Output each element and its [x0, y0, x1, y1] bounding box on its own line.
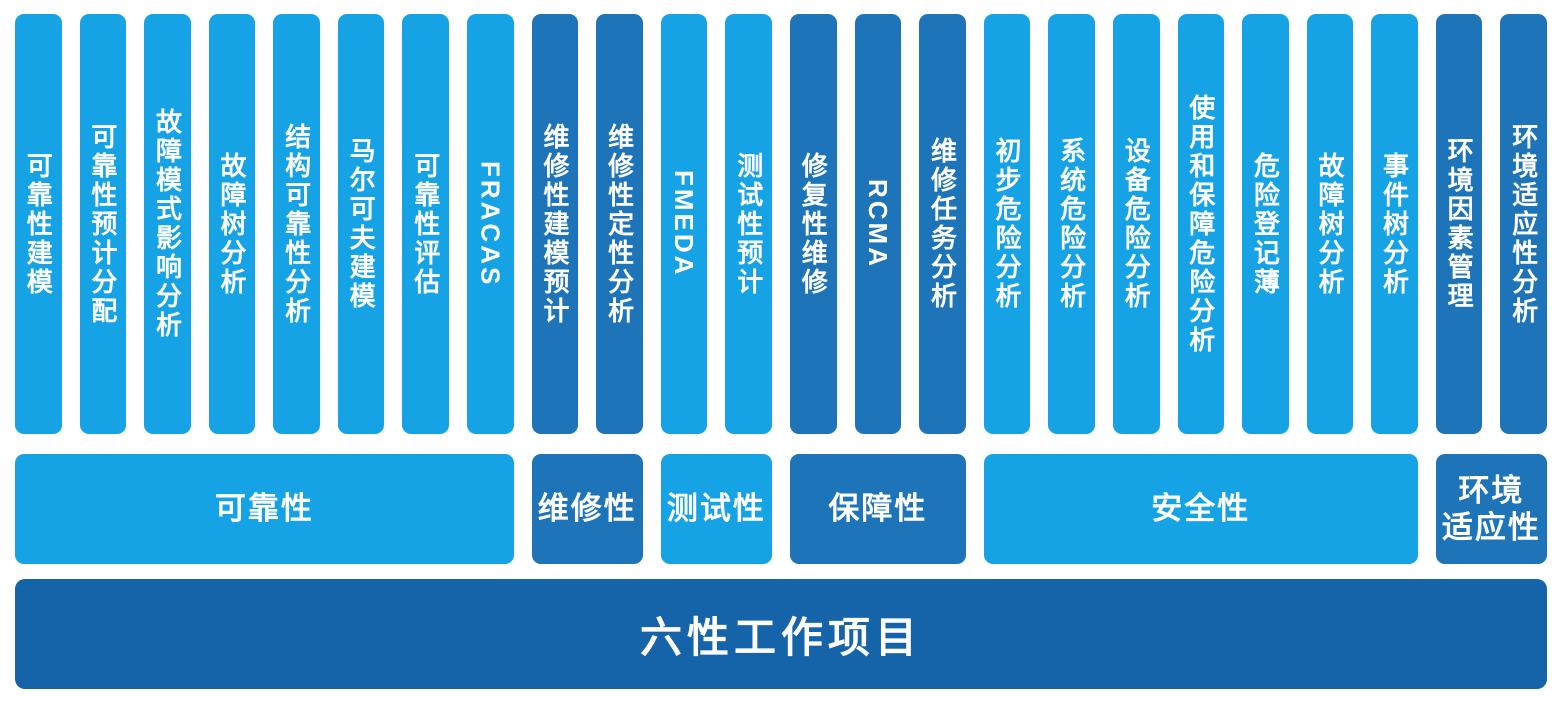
category-bar: 安全性 [983, 454, 1418, 564]
work-group: 可靠性建模可靠性预计分配故障模式影响分析故障树分析结构可靠性分析马尔可夫建模可靠… [15, 14, 514, 564]
category-bar: 测试性 [660, 454, 773, 564]
work-item-column: 故障树分析 [208, 14, 256, 434]
work-item-label: 故障树分析 [217, 151, 248, 297]
work-group: FMEDA 测试性预计测试性 [660, 14, 773, 564]
work-item-label: 故障树分析 [1314, 151, 1345, 297]
work-item-label: 环境因素管理 [1444, 137, 1475, 311]
work-item-column: 可靠性评估 [402, 14, 450, 434]
work-item-column: 故障树分析 [1306, 14, 1354, 434]
work-item-label: 马尔可夫建模 [346, 137, 377, 311]
work-item-column: 马尔可夫建模 [337, 14, 385, 434]
work-item-label: 维修性建模预计 [539, 122, 570, 326]
work-item-column: 使用和保障危险分析 [1177, 14, 1225, 434]
work-item-columns: FMEDA 测试性预计 [660, 14, 773, 434]
work-item-columns: 初步危险分析 系统危险分析 设备危险分析 使用和保障危险分析 危险登记薄 故障树分析 事件树… [983, 14, 1418, 434]
category-bar: 环境 适应性 [1435, 454, 1548, 564]
work-item-column: 设备危险分析 [1112, 14, 1160, 434]
category-label: 测试性 [666, 491, 766, 527]
work-item-column: 危险登记薄 [1242, 14, 1289, 434]
category-label: 可靠性 [214, 491, 314, 527]
work-item-label: 可靠性预计分配 [87, 122, 118, 326]
work-item-columns: 环境因素管理 环境适应性分析 [1435, 14, 1548, 434]
work-item-columns: 修复性维修 RCMA 维修任务分析 [790, 14, 966, 434]
work-item-label: 事件树分析 [1379, 151, 1410, 297]
work-item-label: FRACAS [475, 160, 506, 288]
work-item-label: 故障模式影响分析 [152, 108, 183, 340]
work-group: 初步危险分析 系统危险分析 设备危险分析 使用和保障危险分析 危险登记薄 故障树分析 事件树… [983, 14, 1418, 564]
work-item-label: 测试性预计 [733, 151, 764, 297]
work-group: 环境因素管理 环境适应性分析环境 适应性 [1435, 14, 1548, 564]
work-item-label: 可靠性建模 [23, 151, 54, 297]
work-item-label: 设备危险分析 [1121, 137, 1152, 311]
work-item-columns: 维修性建模预计 维修性定性分析 [531, 14, 643, 434]
work-item-column: 维修性建模预计 [531, 14, 579, 434]
work-item-column: 维修性定性分析 [596, 14, 643, 434]
work-item-column: 可靠性建模 [15, 14, 62, 434]
work-item-column: 环境适应性分析 [1500, 14, 1548, 434]
work-item-label: 可靠性评估 [410, 151, 441, 297]
category-bar: 保障性 [790, 454, 966, 564]
work-item-column: RCMA [854, 14, 902, 434]
work-group: 维修性建模预计 维修性定性分析维修性 [531, 14, 643, 564]
work-item-label: FMEDA [669, 170, 700, 278]
work-item-label: RCMA [862, 179, 893, 269]
footer-bar: 六性工作项目 [15, 579, 1547, 689]
work-item-column: FMEDA [660, 14, 708, 434]
work-item-columns: 可靠性建模 可靠性预计分配 故障模式影响分析 故障树分析 结构可靠性分析 马尔可夫建模 可靠… [15, 14, 514, 434]
work-item-column: FRACAS [467, 14, 514, 434]
work-item-label: 使用和保障危险分析 [1185, 93, 1216, 355]
work-item-column: 初步危险分析 [983, 14, 1031, 434]
footer-title: 六性工作项目 [639, 613, 922, 661]
category-label: 保障性 [828, 491, 928, 527]
work-item-column: 修复性维修 [790, 14, 837, 434]
work-groups-row: 可靠性建模可靠性预计分配故障模式影响分析故障树分析结构可靠性分析马尔可夫建模可靠… [15, 14, 1548, 564]
category-bar: 维修性 [531, 454, 643, 564]
work-item-label: 环境适应性分析 [1508, 122, 1539, 326]
category-label: 安全性 [1151, 491, 1251, 527]
work-group: 修复性维修 RCMA 维修任务分析保障性 [790, 14, 966, 564]
work-item-column: 维修任务分析 [919, 14, 966, 434]
category-label: 环境 适应性 [1441, 472, 1541, 545]
work-item-label: 系统危险分析 [1056, 137, 1087, 311]
work-item-column: 测试性预计 [725, 14, 773, 434]
category-label: 维修性 [537, 491, 637, 527]
work-item-column: 环境因素管理 [1435, 14, 1483, 434]
work-item-label: 维修性定性分析 [604, 122, 635, 326]
work-item-label: 修复性维修 [798, 151, 829, 297]
work-item-column: 事件树分析 [1371, 14, 1418, 434]
work-item-column: 可靠性预计分配 [79, 14, 127, 434]
work-item-label: 危险登记薄 [1250, 151, 1281, 297]
work-item-column: 故障模式影响分析 [144, 14, 191, 434]
work-item-column: 系统危险分析 [1048, 14, 1095, 434]
work-item-column: 结构可靠性分析 [273, 14, 320, 434]
category-bar: 可靠性 [15, 454, 514, 564]
work-item-label: 结构可靠性分析 [281, 122, 312, 326]
work-item-label: 维修任务分析 [927, 137, 958, 311]
work-item-label: 初步危险分析 [992, 137, 1023, 311]
